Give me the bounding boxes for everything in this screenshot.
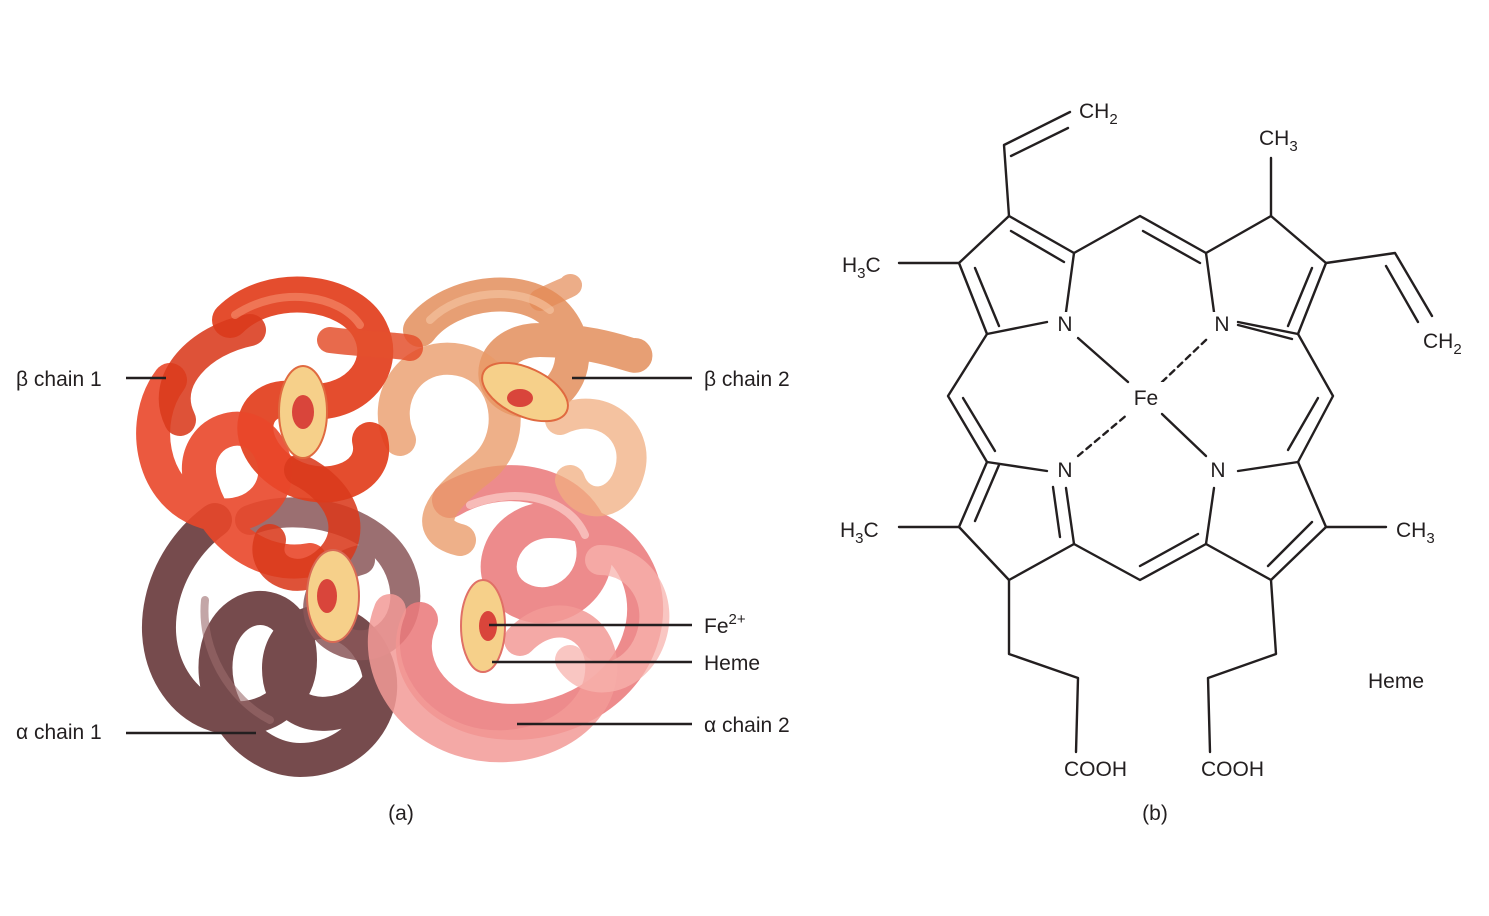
ch2-group-right: CH2 bbox=[1423, 330, 1462, 358]
h3c-group-left-bottom-post: C bbox=[864, 519, 879, 542]
ch2-group-right-sub: 2 bbox=[1453, 341, 1461, 358]
panel-b-heme-structure: Fe N N N N CH2 CH3 H3C CH2 H3C CH3 COOH … bbox=[840, 100, 1462, 825]
panel-a-caption: (a) bbox=[388, 802, 414, 825]
ch3-group-right-bottom: CH3 bbox=[1396, 519, 1435, 547]
ch3-group-right-bottom-base: CH bbox=[1396, 519, 1426, 542]
alpha-chain-1-label: α chain 1 bbox=[16, 721, 102, 744]
h3c-group-left-top-post: C bbox=[866, 254, 881, 277]
panel-b-caption: (b) bbox=[1142, 802, 1168, 825]
heme-disc-alpha-2 bbox=[460, 579, 506, 673]
beta-chain-2-label: β chain 2 bbox=[704, 368, 790, 391]
fe-label-base: Fe bbox=[704, 615, 729, 638]
heme-structure-title: Heme bbox=[1368, 670, 1424, 693]
h3c-group-left-bottom-pre: H bbox=[840, 519, 855, 542]
panel-a-hemoglobin-structure: β chain 1 β chain 2 Fe2+ Heme α chain 2 … bbox=[16, 274, 790, 825]
alpha-chain-2-label: α chain 2 bbox=[704, 714, 790, 737]
h3c-group-left-top-pre: H bbox=[842, 254, 857, 277]
ch3-group-top-sub: 3 bbox=[1289, 138, 1297, 155]
fe-label: Fe2+ bbox=[704, 611, 746, 638]
ch2-group-top-sub: 2 bbox=[1109, 111, 1117, 128]
ch3-group-right-bottom-sub: 3 bbox=[1426, 530, 1434, 547]
ch2-group-top: CH2 bbox=[1079, 100, 1118, 128]
heme-disc-beta-2 bbox=[481, 361, 569, 423]
cooh-group-left: COOH bbox=[1064, 758, 1127, 781]
n-atom-top-left: N bbox=[1057, 313, 1072, 336]
methine-bridges bbox=[946, 214, 1335, 582]
ch2-group-top-base: CH bbox=[1079, 100, 1109, 123]
beta-chain-1-label: β chain 1 bbox=[16, 368, 102, 391]
fe-coordination-bonds bbox=[1076, 336, 1210, 458]
n-atom-bottom-right: N bbox=[1210, 459, 1225, 482]
ch3-group-top: CH3 bbox=[1259, 127, 1298, 155]
cooh-group-right: COOH bbox=[1201, 758, 1264, 781]
h3c-group-left-top-sub: 3 bbox=[857, 265, 865, 282]
ch3-group-top-base: CH bbox=[1259, 127, 1289, 150]
h3c-group-left-top: H3C bbox=[842, 254, 881, 282]
n-atom-bottom-left: N bbox=[1057, 459, 1072, 482]
h3c-group-left-bottom-sub: 3 bbox=[855, 530, 863, 547]
h3c-group-left-bottom: H3C bbox=[840, 519, 879, 547]
substituent-bonds bbox=[897, 110, 1434, 754]
fe-label-charge: 2+ bbox=[729, 611, 746, 628]
heme-disc-beta-1 bbox=[278, 365, 328, 459]
alpha-chain-2-ribbon bbox=[367, 465, 670, 763]
heme-disc-alpha-1 bbox=[306, 549, 360, 643]
fe-atom-label: Fe bbox=[1134, 387, 1159, 410]
heme-label: Heme bbox=[704, 652, 760, 675]
n-atom-top-right: N bbox=[1214, 313, 1229, 336]
ch2-group-right-base: CH bbox=[1423, 330, 1453, 353]
